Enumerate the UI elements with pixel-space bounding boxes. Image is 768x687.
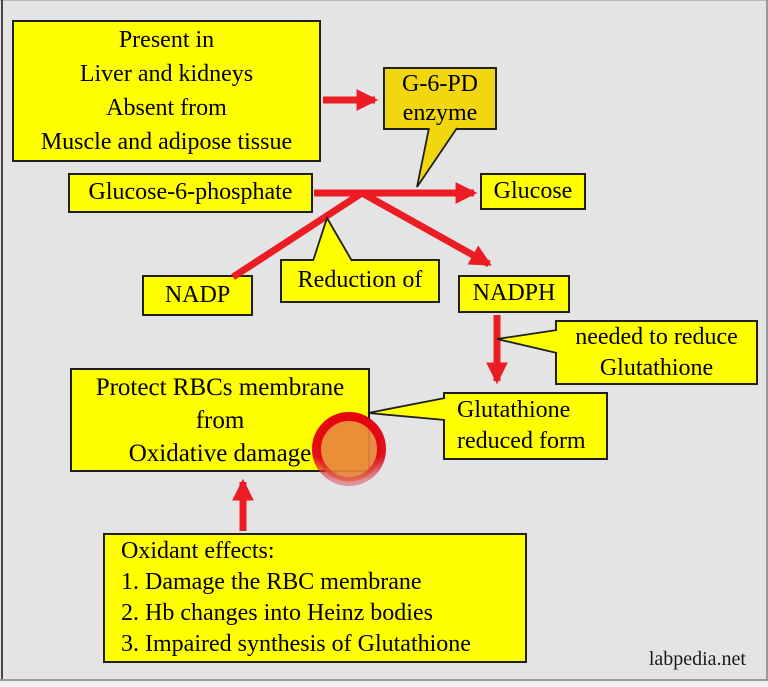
glutathione-callout-tail — [367, 397, 446, 421]
frame-bottom-line — [0, 679, 768, 681]
present-line: Absent from — [106, 95, 227, 121]
nadph-box: NADPH — [458, 275, 570, 313]
oxidant-line: Oxidant effects: — [121, 538, 275, 564]
protect-line: Oxidative damage — [128, 439, 312, 467]
g6pd-callout-tail — [416, 127, 458, 188]
needed-line: Glutathione — [599, 354, 714, 381]
oxidant-line: 2. Hb changes into Heinz bodies — [121, 600, 433, 626]
arrow-junction-to-nadph — [360, 189, 492, 268]
protect-rbc-box: Protect RBCs membrane from Oxidative dam… — [70, 368, 370, 472]
protect-line: from — [195, 406, 245, 434]
present-in-box: Present in Liver and kidneys Absent from… — [12, 20, 321, 162]
watermark-text: labpedia.net — [648, 648, 746, 670]
frame-bottom-strip — [0, 681, 768, 687]
glutathione-line: Glutathione — [457, 397, 571, 423]
nadp-label: NADP — [164, 281, 231, 308]
present-line: Muscle and adipose tissue — [40, 129, 293, 155]
nadp-box: NADP — [142, 275, 253, 316]
present-line: Present in — [118, 27, 215, 53]
nadph-label: NADPH — [472, 280, 556, 307]
glutathione-reduced-callout: Glutathione reduced form — [443, 392, 608, 460]
frame-left-line — [1, 0, 3, 681]
oxidant-effects-box: Oxidant effects: 1. Damage the RBC membr… — [103, 533, 527, 663]
reduction-label: Reduction of — [297, 267, 423, 294]
glucose-box: Glucose — [480, 173, 586, 210]
glutathione-line: reduced form — [457, 428, 586, 454]
frame-top-line — [0, 0, 768, 1]
g6pd-line: G-6-PD — [402, 70, 478, 97]
present-line: Liver and kidneys — [79, 61, 254, 87]
reduction-of-callout: Reduction of — [280, 259, 440, 303]
g6pd-enzyme-callout: G-6-PD enzyme — [383, 67, 497, 130]
glucose-label: Glucose — [493, 177, 573, 204]
glucose6p-label: Glucose-6-phosphate — [88, 179, 293, 206]
reduction-callout-tail — [312, 215, 353, 262]
glucose-6-phosphate-box: Glucose-6-phosphate — [68, 173, 313, 213]
g6pd-line: enzyme — [402, 99, 478, 126]
oxidant-line: 1. Damage the RBC membrane — [121, 569, 422, 595]
oxidant-line: 3. Impaired synthesis of Glutathione — [121, 631, 471, 657]
frame-right-line — [766, 0, 768, 681]
protect-line: Protect RBCs membrane — [95, 373, 345, 401]
needed-line: needed to reduce — [575, 323, 738, 350]
needed-callout-tail — [496, 329, 558, 354]
needed-to-reduce-callout: needed to reduce Glutathione — [555, 320, 758, 385]
